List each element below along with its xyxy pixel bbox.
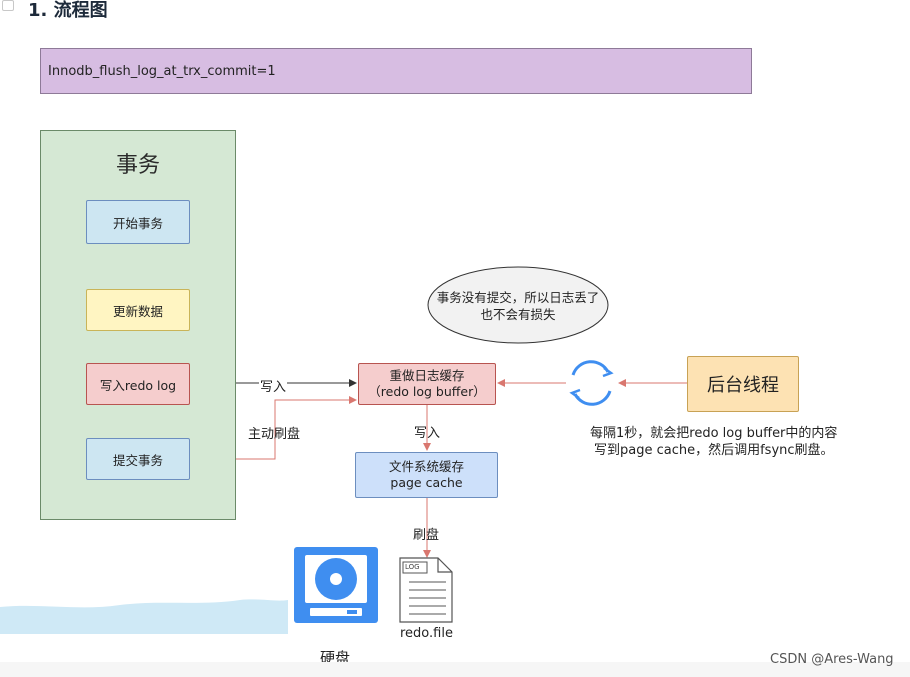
parameter-setting-text: Innodb_flush_log_at_trx_commit=1 (48, 63, 276, 79)
thought-bubble (427, 266, 609, 344)
section-heading: 1. 流程图 (28, 0, 108, 21)
background-thread-label: 后台线程 (707, 375, 779, 396)
sync-icon (569, 360, 614, 406)
label-flush: 刷盘 (413, 528, 440, 543)
file-label: redo.file (400, 626, 453, 641)
page-cache-subtitle: page cache (390, 475, 463, 490)
step-label: 更新数据 (112, 303, 163, 319)
document-icon (2, 0, 14, 11)
step-label: 开始事务 (112, 215, 163, 231)
background-thread-box: 后台线程 (687, 356, 799, 412)
redo-log-buffer-box: 重做日志缓存 （redo log buffer） (358, 363, 496, 405)
step-write-redo-log: 写入redo log (86, 363, 190, 405)
bubble-line-1: 事务没有提交，所以日志丢了 (436, 290, 600, 305)
transaction-title: 事务 (115, 153, 160, 178)
sync-note: 每隔1秒，就会把redo log buffer中的内容 写到page cache… (590, 425, 837, 459)
step-update-data: 更新数据 (86, 289, 190, 331)
parameter-setting-box: Innodb_flush_log_at_trx_commit=1 (40, 48, 752, 94)
note-line-1: 每隔1秒，就会把redo log buffer中的内容 (590, 426, 838, 441)
label-active-flush: 主动刷盘 (248, 427, 301, 442)
step-commit-transaction: 提交事务 (86, 438, 190, 480)
redo-buffer-subtitle: （redo log buffer） (368, 384, 486, 399)
file-tag-label: LOG (405, 563, 420, 571)
hard-disk-icon (294, 547, 378, 623)
decorative-wave (0, 599, 288, 634)
label-write: 写入 (259, 376, 288, 395)
log-file-icon (399, 557, 453, 623)
step-start-transaction: 开始事务 (86, 200, 190, 244)
bubble-line-2: 也不会有损失 (480, 307, 556, 322)
redo-buffer-title: 重做日志缓存 (389, 368, 465, 383)
step-label: 提交事务 (112, 452, 163, 468)
step-label: 写入redo log (99, 377, 177, 393)
bottom-strip (0, 662, 910, 677)
page-cache-box: 文件系统缓存 page cache (355, 452, 498, 498)
note-line-2: 写到page cache，然后调用fsync刷盘。 (594, 443, 834, 458)
label-write-page-cache: 写入 (414, 426, 441, 441)
watermark: CSDN @Ares-Wang (770, 652, 894, 667)
page-cache-title: 文件系统缓存 (388, 459, 464, 474)
thought-bubble-text: 事务没有提交，所以日志丢了 也不会有损失 (428, 289, 608, 323)
